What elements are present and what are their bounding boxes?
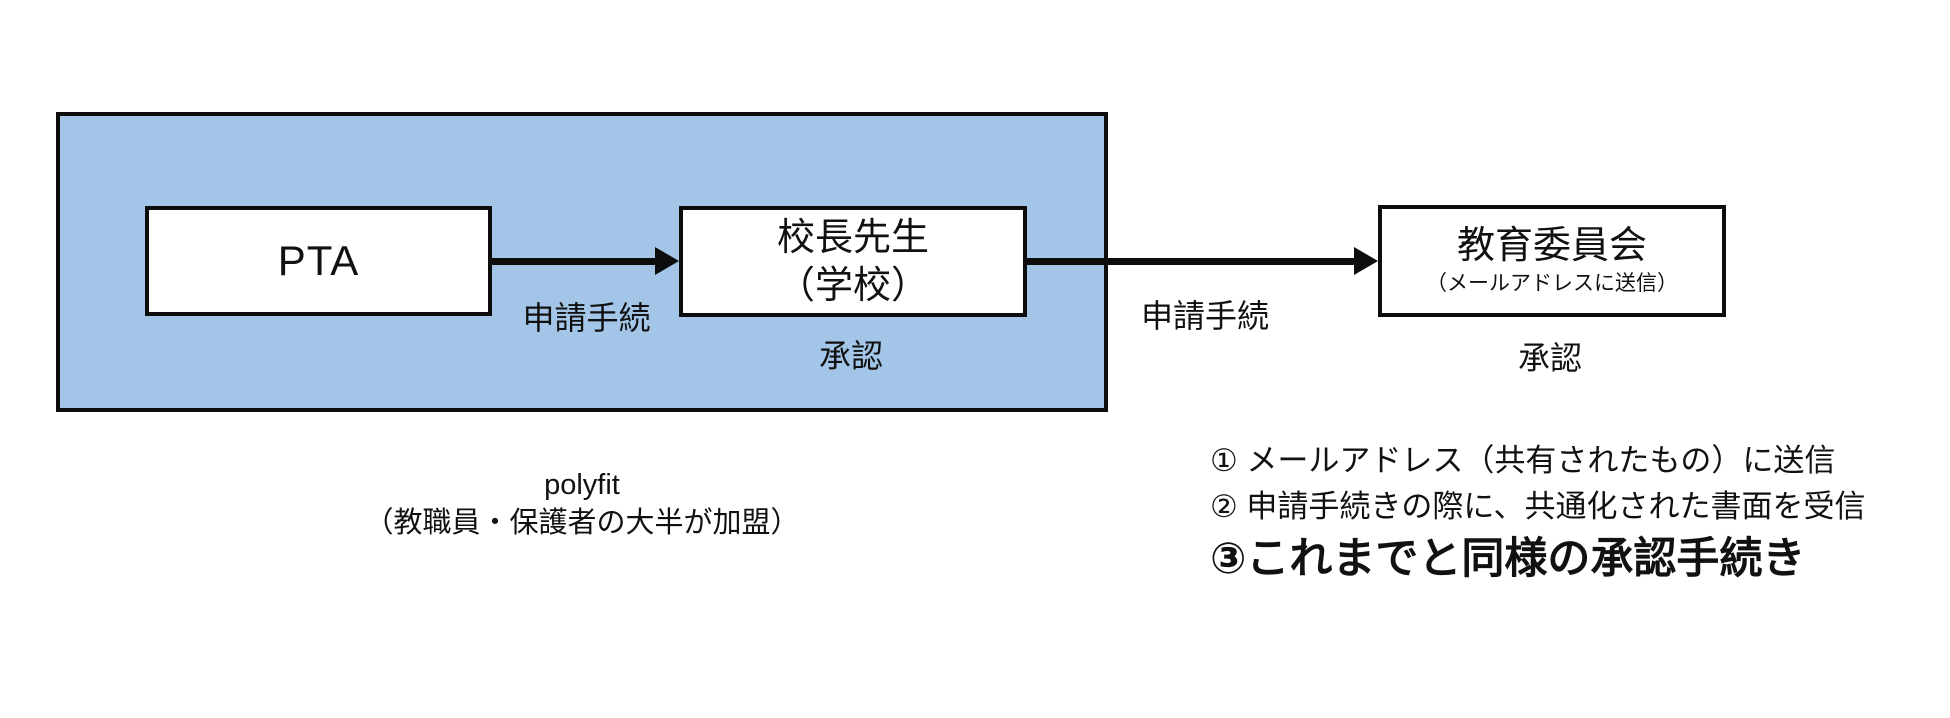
node-pta-label: PTA: [277, 237, 360, 284]
group-caption-line1: polyfit: [544, 469, 620, 501]
node-principal-sublabel: （学校）: [776, 264, 929, 307]
group-caption: polyfit （教職員・保護者の大半が加盟）: [56, 466, 1108, 542]
node-pta: PTA: [145, 206, 492, 316]
note-item-1: ① メールアドレス（共有されたもの）に送信: [1210, 443, 1836, 478]
arrow-principal-to-board: [1027, 258, 1357, 265]
arrowhead-pta-to-principal-icon: [655, 247, 679, 275]
edge-label-application-1: 申請手続: [522, 300, 651, 336]
arrow-pta-to-principal: [492, 258, 657, 265]
note-item-2: ② 申請手続きの際に、共通化された書面を受信: [1210, 489, 1866, 524]
node-principal: 校長先生 （学校）: [679, 206, 1027, 317]
group-caption-line2: （教職員・保護者の大半が加盟）: [364, 507, 800, 539]
node-board-of-education: 教育委員会 （メールアドレスに送信）: [1378, 205, 1726, 317]
node-board-label: 教育委員会: [1456, 225, 1647, 267]
approval-label-principal: 承認: [818, 338, 883, 374]
edge-label-application-2: 申請手続: [1140, 298, 1269, 334]
arrowhead-principal-to-board-icon: [1354, 247, 1378, 275]
approval-label-board: 承認: [1517, 340, 1582, 376]
note-item-3: ③これまでと同様の承認手続き: [1210, 535, 1806, 583]
notes-list: ① メールアドレス（共有されたもの）に送信 ② 申請手続きの際に、共通化された書…: [1210, 438, 1930, 588]
node-principal-label: 校長先生: [776, 216, 929, 259]
node-board-sublabel: （メールアドレスに送信）: [1426, 272, 1678, 295]
